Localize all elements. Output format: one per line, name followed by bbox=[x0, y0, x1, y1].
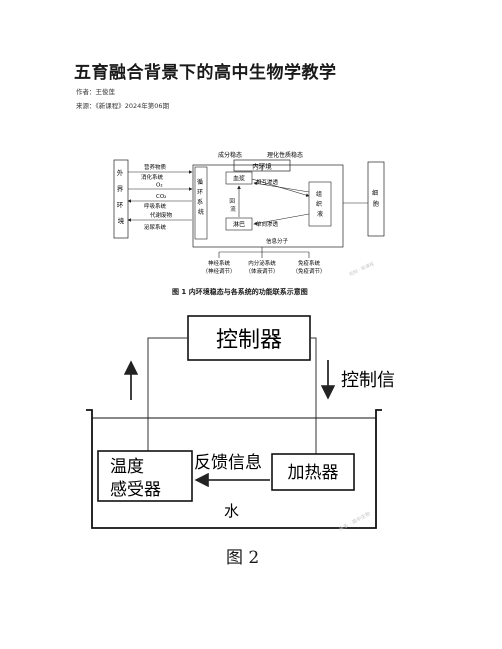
controller-to-heater-line bbox=[310, 337, 317, 466]
figure1-watermark: 知网 · 新课程 bbox=[348, 260, 376, 278]
one-way-osmosis-label: 单向渗透 bbox=[256, 220, 279, 228]
article-source: 来源：《新课程》2024年第06期 bbox=[76, 102, 170, 110]
temp-sensor-box bbox=[97, 450, 193, 502]
system-nervous-sub: （神经调节） bbox=[202, 267, 235, 275]
info-molecule-label: 信息分子 bbox=[266, 237, 289, 245]
figure2-diagram: 控制器 控制信息 温度 感受器 反馈信息 加热器 水 头条 · 高中生物 bbox=[86, 315, 396, 533]
circulation-box bbox=[194, 166, 208, 240]
system-endocrine: 内分泌系统 bbox=[248, 259, 276, 267]
article-title: 五育融合背景下的高中生物学教学 bbox=[74, 63, 337, 83]
digestive-label: 消化系统 bbox=[141, 173, 164, 181]
figure2-caption: 图 2 bbox=[226, 548, 260, 568]
sensor-to-controller-line bbox=[147, 337, 188, 451]
figure1-caption: 图 1 内环境稳态与各系统的功能联系示意图 bbox=[172, 288, 308, 296]
top-label-right: 理化性质稳态 bbox=[267, 151, 303, 159]
heater-box bbox=[271, 453, 355, 491]
mutual-osmosis-label: 相互渗透 bbox=[256, 178, 279, 186]
outer-env-box bbox=[113, 159, 129, 239]
heater-label: 加热器 bbox=[288, 463, 339, 483]
lymph-label: 淋巴 bbox=[233, 221, 245, 229]
tissue-fluid-label: 组 织 液 bbox=[316, 190, 324, 218]
respiratory-label: 呼吸系统 bbox=[144, 202, 167, 210]
figure1-diagram: 成分稳态 理化性质稳态 内环境 外 界 环 境 营养物质 消化系统 O₂ CO₂… bbox=[113, 151, 385, 278]
circulation-label: 循 环 系 统 bbox=[197, 178, 205, 216]
controller-label: 控制器 bbox=[216, 328, 282, 353]
inner-env-frame bbox=[192, 164, 344, 248]
tissue-fluid-box bbox=[308, 181, 332, 227]
system-immune: 免疫系统 bbox=[298, 259, 321, 267]
feedback-info-label: 反馈信息 bbox=[194, 453, 262, 473]
system-immune-sub: （免疫调节） bbox=[292, 267, 325, 275]
temp-sensor-line1: 温度 bbox=[110, 457, 144, 477]
waste-label: 代谢废物 bbox=[150, 211, 173, 219]
water-label: 水 bbox=[224, 502, 239, 520]
system-endocrine-sub: （体液调节） bbox=[245, 267, 278, 275]
top-label-left: 成分稳态 bbox=[218, 151, 242, 159]
cell-label: 细 胞 bbox=[372, 189, 380, 208]
nutrients-label: 营养物质 bbox=[144, 163, 167, 171]
plasma-box bbox=[225, 171, 253, 185]
system-nervous: 神经系统 bbox=[208, 259, 231, 267]
co2-label: CO₂ bbox=[156, 194, 166, 200]
water-tank bbox=[86, 409, 382, 529]
tissue-to-lymph-arrow bbox=[253, 213, 310, 226]
article-author: 作者：王俊莲 bbox=[76, 88, 115, 96]
control-info-label: 控制信息 bbox=[341, 370, 396, 391]
plasma-label: 血浆 bbox=[233, 175, 245, 183]
lymph-box bbox=[225, 217, 253, 231]
urinary-label: 泌尿系统 bbox=[144, 223, 167, 231]
outer-env-label: 外 界 环 境 bbox=[117, 168, 126, 225]
o2-label: O₂ bbox=[156, 183, 163, 189]
cell-box bbox=[367, 161, 385, 237]
temp-sensor-line2: 感受器 bbox=[110, 480, 161, 500]
tissue-to-plasma-arrow bbox=[253, 181, 310, 193]
return-flow-label: 回 流 bbox=[229, 198, 236, 213]
figure2-watermark: 头条 · 高中生物 bbox=[338, 510, 372, 533]
